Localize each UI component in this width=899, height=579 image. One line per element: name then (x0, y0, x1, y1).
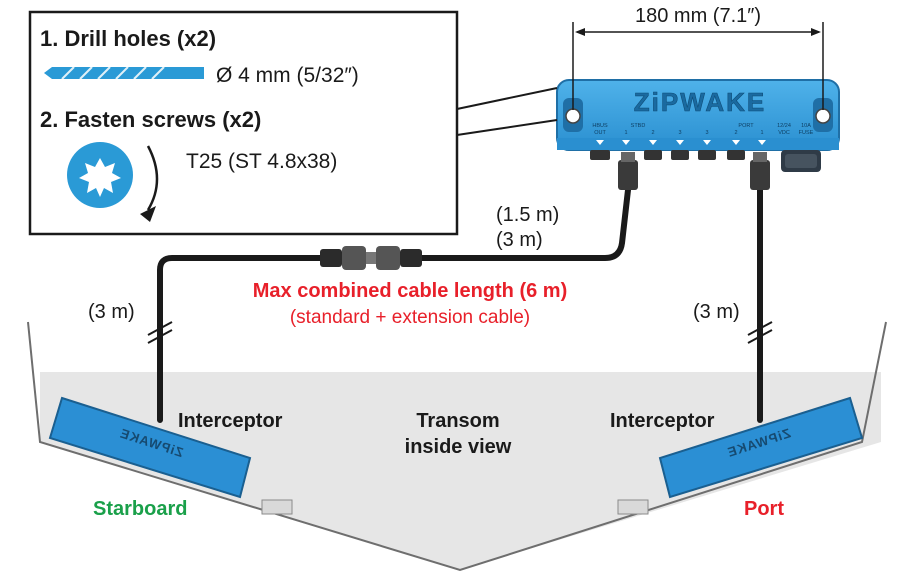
hull-inner-fill (40, 372, 881, 570)
port-label: Port (744, 498, 784, 520)
transom-label-line1: Transom (416, 410, 499, 432)
port-sockets (590, 150, 745, 160)
transom-label-line2: inside view (405, 436, 512, 458)
svg-text:3: 3 (678, 130, 681, 136)
control-unit: ZiPWAKE HBUS OUT STBD 1 2 3 3 PORT 2 1 1… (556, 79, 840, 172)
svg-text:10A: 10A (801, 123, 811, 129)
port-interceptor: ZiPWAKE (658, 396, 864, 499)
max-cable-length-note: (standard + extension cable) (290, 307, 530, 328)
svg-text:3: 3 (705, 130, 708, 136)
svg-text:12/24: 12/24 (777, 123, 791, 129)
step1-title: 1. Drill holes (x2) (40, 26, 216, 51)
right-interceptor-label: Interceptor (610, 410, 715, 432)
svg-text:STBD: STBD (631, 123, 646, 129)
hull-outline (27, 321, 887, 572)
svg-text:VDC: VDC (778, 130, 790, 136)
cable-connector (320, 246, 422, 270)
right-cable-length: (3 m) (693, 301, 740, 323)
step2-title: 2. Fasten screws (x2) (40, 107, 261, 132)
extension-cable-length: (3 m) (496, 229, 543, 251)
mounting-hole-right (813, 98, 833, 132)
left-cable-length: (3 m) (88, 301, 135, 323)
svg-text:FUSE: FUSE (799, 130, 814, 136)
port-arrows (596, 140, 766, 145)
mounting-hole-left (563, 98, 583, 132)
cable-break-marks (147, 321, 773, 344)
left-mount-tab (261, 499, 293, 515)
rotate-clockwise-icon (140, 145, 159, 222)
device-connectors (618, 152, 770, 190)
svg-text:PORT: PORT (738, 123, 754, 129)
right-mount-tab (617, 499, 649, 515)
dimension-indicator (572, 22, 824, 110)
control-unit-brand: ZiPWAKE (634, 87, 766, 117)
svg-text:2: 2 (734, 130, 737, 136)
svg-text:2: 2 (651, 130, 654, 136)
starboard-cable (157, 255, 333, 423)
starboard-interceptor: ZiPWAKE (48, 396, 252, 499)
svg-text:HBUS: HBUS (592, 123, 608, 129)
starboard-label: Starboard (93, 498, 187, 520)
dimension-label: 180 mm (7.1″) (635, 5, 761, 27)
extension-cable (417, 187, 631, 261)
svg-text:1: 1 (624, 130, 627, 136)
port-labels: HBUS OUT STBD 1 2 3 3 PORT 2 1 12/24 VDC… (592, 123, 813, 136)
cables (157, 187, 763, 423)
fuse-holder (781, 150, 821, 172)
torx-screw-icon (67, 142, 133, 208)
left-interceptor-label: Interceptor (178, 410, 283, 432)
drill-bit-icon (44, 66, 204, 80)
drill-size: Ø 4 mm (5/32″) (216, 64, 359, 87)
svg-text:OUT: OUT (594, 130, 606, 136)
short-cable-length: (1.5 m) (496, 204, 559, 226)
hull (27, 321, 887, 572)
svg-text:1: 1 (760, 130, 763, 136)
screw-spec: T25 (ST 4.8x38) (186, 150, 337, 173)
max-cable-length-title: Max combined cable length (6 m) (253, 280, 568, 302)
